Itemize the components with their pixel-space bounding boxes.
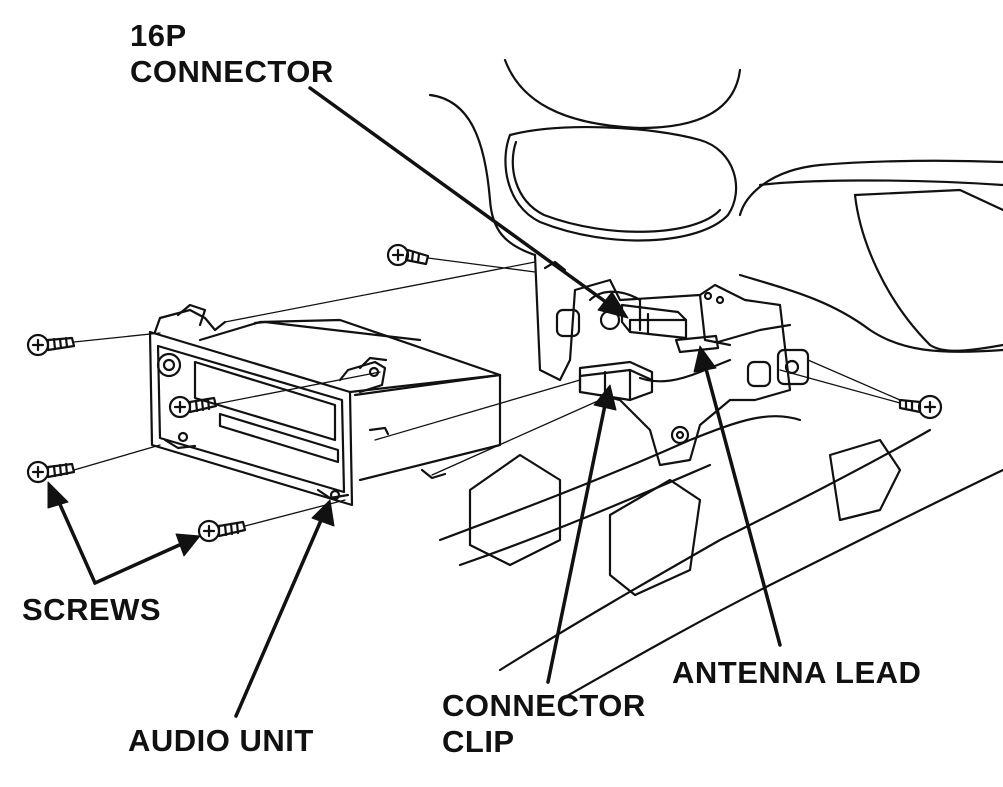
label-16p-line2: CONNECTOR <box>130 54 334 89</box>
screw-top-left <box>26 333 76 357</box>
label-16p-line1: 16P <box>130 18 187 53</box>
screw-dash-top <box>386 243 430 267</box>
16p-connector <box>620 303 688 340</box>
label-antenna-lead: ANTENNA LEAD <box>672 655 921 691</box>
connector-clip <box>578 360 654 402</box>
label-screws-text: SCREWS <box>22 592 162 627</box>
alignment-lines <box>73 257 901 527</box>
label-connector-clip: CONNECTOR CLIP <box>442 688 646 760</box>
label-16p-connector: 16P CONNECTOR <box>130 18 334 90</box>
screw-dash-right <box>898 394 943 420</box>
label-clip-line1: CONNECTOR <box>442 688 646 723</box>
antenna-lead-plug <box>638 323 792 383</box>
label-audio-unit: AUDIO UNIT <box>128 723 314 759</box>
audio-unit <box>148 303 502 507</box>
label-clip-line2: CLIP <box>442 724 515 759</box>
label-audio-unit-text: AUDIO UNIT <box>128 723 314 758</box>
callout-arrows <box>47 86 782 718</box>
label-screws: SCREWS <box>22 592 161 628</box>
screw-bottom-left <box>26 460 76 484</box>
screw-lower-center <box>197 519 247 543</box>
dash-mounting-bracket <box>533 253 810 467</box>
screw-front-panel <box>168 395 218 419</box>
label-antenna-lead-text: ANTENNA LEAD <box>672 655 922 690</box>
dashboard-panel <box>428 58 1003 702</box>
